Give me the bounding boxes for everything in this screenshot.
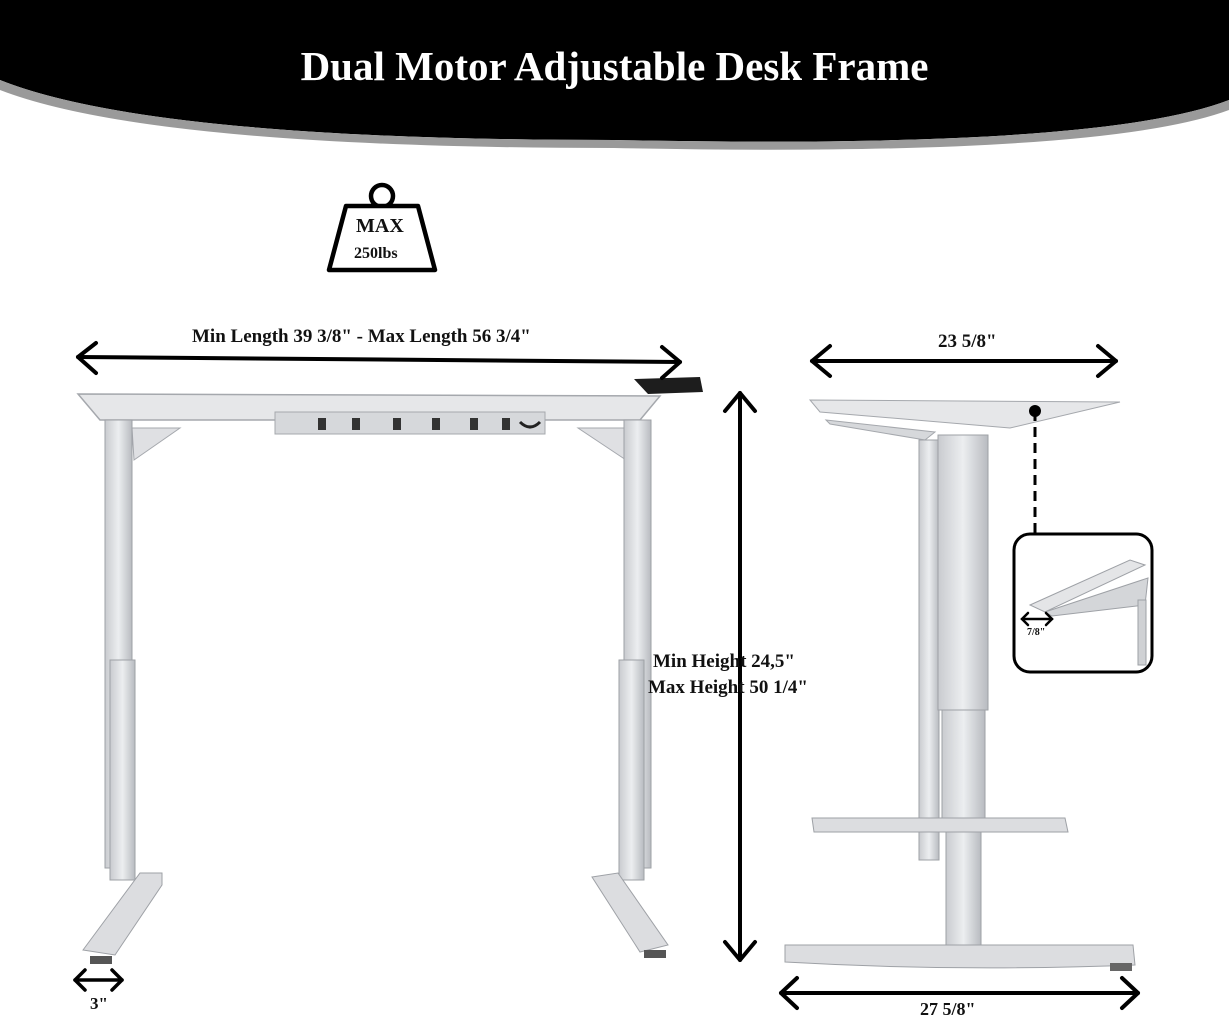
tube-width-arrow xyxy=(1020,611,1054,627)
foot-width-arrow xyxy=(73,968,124,992)
header-banner xyxy=(0,0,1229,142)
weight-value-label: 250lbs xyxy=(354,245,398,262)
base-length-label: 27 5/8" xyxy=(920,999,976,1019)
page-title: Dual Motor Adjustable Desk Frame xyxy=(300,43,929,89)
weight-max-label: MAX xyxy=(356,215,404,237)
depth-arrow xyxy=(810,344,1118,378)
length-dimension-label: Min Length 39 3/8" - Max Length 56 3/4" xyxy=(192,326,531,347)
tube-detail-callout xyxy=(1012,405,1154,674)
depth-dimension-label: 23 5/8" xyxy=(938,331,997,352)
height-arrow xyxy=(723,391,757,962)
side-desk-frame xyxy=(784,399,1136,971)
weight-icon xyxy=(326,182,438,273)
tube-width-label: 7/8" xyxy=(1027,627,1046,638)
front-desk-frame xyxy=(76,377,703,964)
length-arrow xyxy=(76,341,682,380)
banner-shadow xyxy=(0,80,1229,150)
min-height-label: Min Height 24,5" xyxy=(653,651,795,672)
foot-width-label: 3" xyxy=(90,994,108,1013)
control-panel xyxy=(634,377,703,394)
max-height-label: Max Height 50 1/4" xyxy=(648,677,808,698)
base-length-arrow xyxy=(779,976,1140,1010)
